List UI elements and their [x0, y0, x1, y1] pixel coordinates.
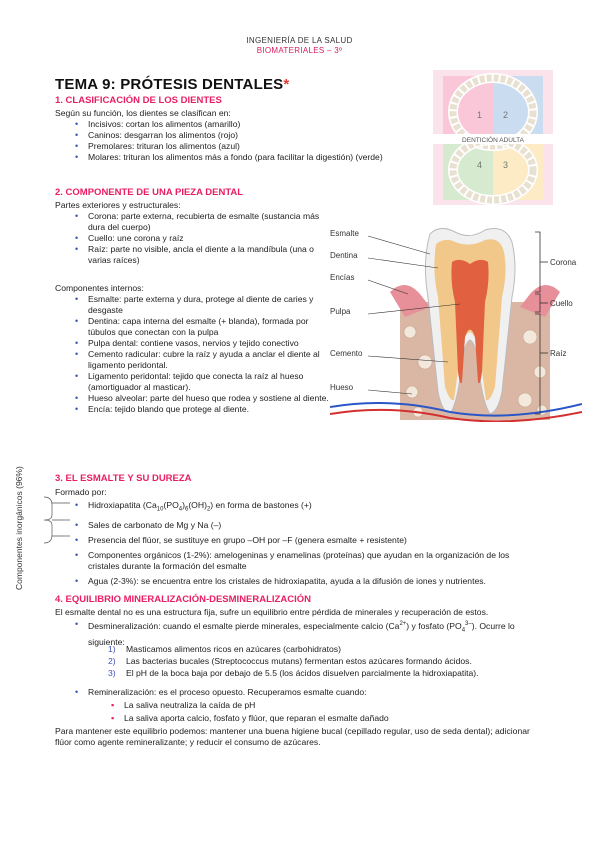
label-pulpa: Pulpa — [330, 307, 351, 316]
list-item: 3)El pH de la boca baja por debajo de 5.… — [108, 668, 479, 678]
list-item: 2)Las bacterias bucales (Streptococcus m… — [108, 656, 472, 666]
quadrant-2-label: 2 — [503, 110, 508, 120]
list-item: Encía: tejido blando que protege al dien… — [72, 404, 330, 415]
section-4-intro: El esmalte dental no es una estructura f… — [55, 607, 489, 617]
list-item: Hidroxiapatita (Ca10(PO4)6(OH)2) en form… — [72, 500, 542, 516]
demineralization-steps: 1)Masticamos alimentos ricos en azúcares… — [108, 644, 548, 679]
dentition-figure: 1 2 4 3 DENTICIÓN ADULTA — [433, 70, 553, 210]
section-2-heading: 2. COMPONENTE DE UNA PIEZA DENTAL — [55, 187, 244, 198]
list-item: Corona: parte externa, recubierta de esm… — [72, 211, 330, 233]
teeth-list: Incisivos: cortan los alimentos (amarill… — [72, 119, 432, 163]
quadrant-1-label: 1 — [477, 110, 482, 120]
section-1-intro: Según su función, los dientes se clasifi… — [55, 108, 231, 118]
list-item: Cemento radicular: cubre la raíz y ayuda… — [72, 349, 330, 371]
section-3-intro: Formado por: — [55, 487, 107, 497]
section-1-heading: 1. CLASIFICACIÓN DE LOS DIENTES — [55, 95, 222, 106]
page-header: INGENIERÍA DE LA SALUD BIOMATERIALES – 3… — [0, 36, 599, 56]
dentition-caption: DENTICIÓN ADULTA — [462, 135, 525, 144]
label-hueso: Hueso — [330, 383, 354, 392]
list-item: Caninos: desgarran los alimentos (rojo) — [72, 130, 432, 141]
list-item: Remineralización: es el proceso opuesto.… — [72, 687, 542, 698]
remineralization-items: La saliva neutraliza la caída de pH La s… — [108, 700, 548, 724]
list-item: Presencia del flúor, se sustituye en gru… — [72, 535, 542, 546]
enamel-composition-list: Hidroxiapatita (Ca10(PO4)6(OH)2) en form… — [72, 500, 542, 587]
title-asterisk: * — [283, 76, 290, 93]
list-item: Dentina: capa interna del esmalte (+ bla… — [72, 316, 330, 338]
inorganic-side-label: Componentes inorgánicos (96%) — [14, 466, 24, 590]
title-text: TEMA 9: PRÓTESIS DENTALES — [55, 76, 284, 93]
outer-parts-list: Corona: parte externa, recubierta de esm… — [72, 211, 330, 266]
page-title: TEMA 9: PRÓTESIS DENTALES* — [55, 76, 289, 93]
list-item: La saliva neutraliza la caída de pH — [108, 700, 548, 711]
label-raiz: Raíz — [550, 349, 566, 358]
inner-parts-list: Esmalte: parte externa y dura, protege a… — [72, 294, 330, 415]
tooth-anatomy-figure: Esmalte Dentina Encías Pulpa Cemento Hue… — [329, 222, 583, 427]
header-course: INGENIERÍA DE LA SALUD — [246, 36, 353, 45]
remineralization-list: Remineralización: es el proceso opuesto.… — [72, 687, 542, 698]
label-esmalte: Esmalte — [330, 229, 359, 238]
list-item: La saliva aporta calcio, fosfato y flúor… — [108, 713, 548, 724]
quadrant-4-label: 4 — [477, 160, 482, 170]
section-3-heading: 3. EL ESMALTE Y SU DUREZA — [55, 473, 192, 484]
label-dentina: Dentina — [330, 251, 358, 260]
list-item: Desmineralización: cuando el esmalte pie… — [72, 619, 542, 648]
label-encias: Encías — [330, 273, 354, 282]
label-corona: Corona — [550, 258, 577, 267]
quadrant-3-label: 3 — [503, 160, 508, 170]
section-4-outro: Para mantener este equilibrio podemos: m… — [55, 726, 530, 747]
inorganic-brace — [40, 495, 74, 550]
label-cemento: Cemento — [330, 349, 363, 358]
section-4-heading: 4. EQUILIBRIO MINERALIZACIÓN-DESMINERALI… — [55, 594, 311, 605]
demineralization-list: Desmineralización: cuando el esmalte pie… — [72, 619, 542, 648]
header-subject: BIOMATERIALES – 3º — [256, 46, 343, 55]
list-item: Sales de carbonato de Mg y Na (–) — [72, 520, 542, 531]
inner-parts-intro: Componentes internos: — [55, 283, 144, 293]
label-cuello: Cuello — [550, 299, 573, 308]
list-item: Hueso alveolar: parte del hueso que rode… — [72, 393, 330, 404]
outer-parts-intro: Partes exteriores y estructurales: — [55, 200, 181, 210]
list-item: Premolares: trituran los alimentos (azul… — [72, 141, 432, 152]
list-item: Molares: trituran los alimentos más a fo… — [72, 152, 432, 163]
list-item: Cuello: une corona y raíz — [72, 233, 330, 244]
list-item: Ligamento peridontal: tejido que conecta… — [72, 371, 330, 393]
list-item: Esmalte: parte externa y dura, protege a… — [72, 294, 330, 316]
list-item: Pulpa dental: contiene vasos, nervios y … — [72, 338, 330, 349]
list-item: Incisivos: cortan los alimentos (amarill… — [72, 119, 432, 130]
list-item: Agua (2-3%): se encuentra entre los cris… — [72, 576, 542, 587]
list-item: Raíz: parte no visible, ancla el diente … — [72, 244, 330, 266]
list-item: 1)Masticamos alimentos ricos en azúcares… — [108, 644, 341, 654]
list-item: Componentes orgánicos (1-2%): amelogenin… — [72, 550, 542, 572]
